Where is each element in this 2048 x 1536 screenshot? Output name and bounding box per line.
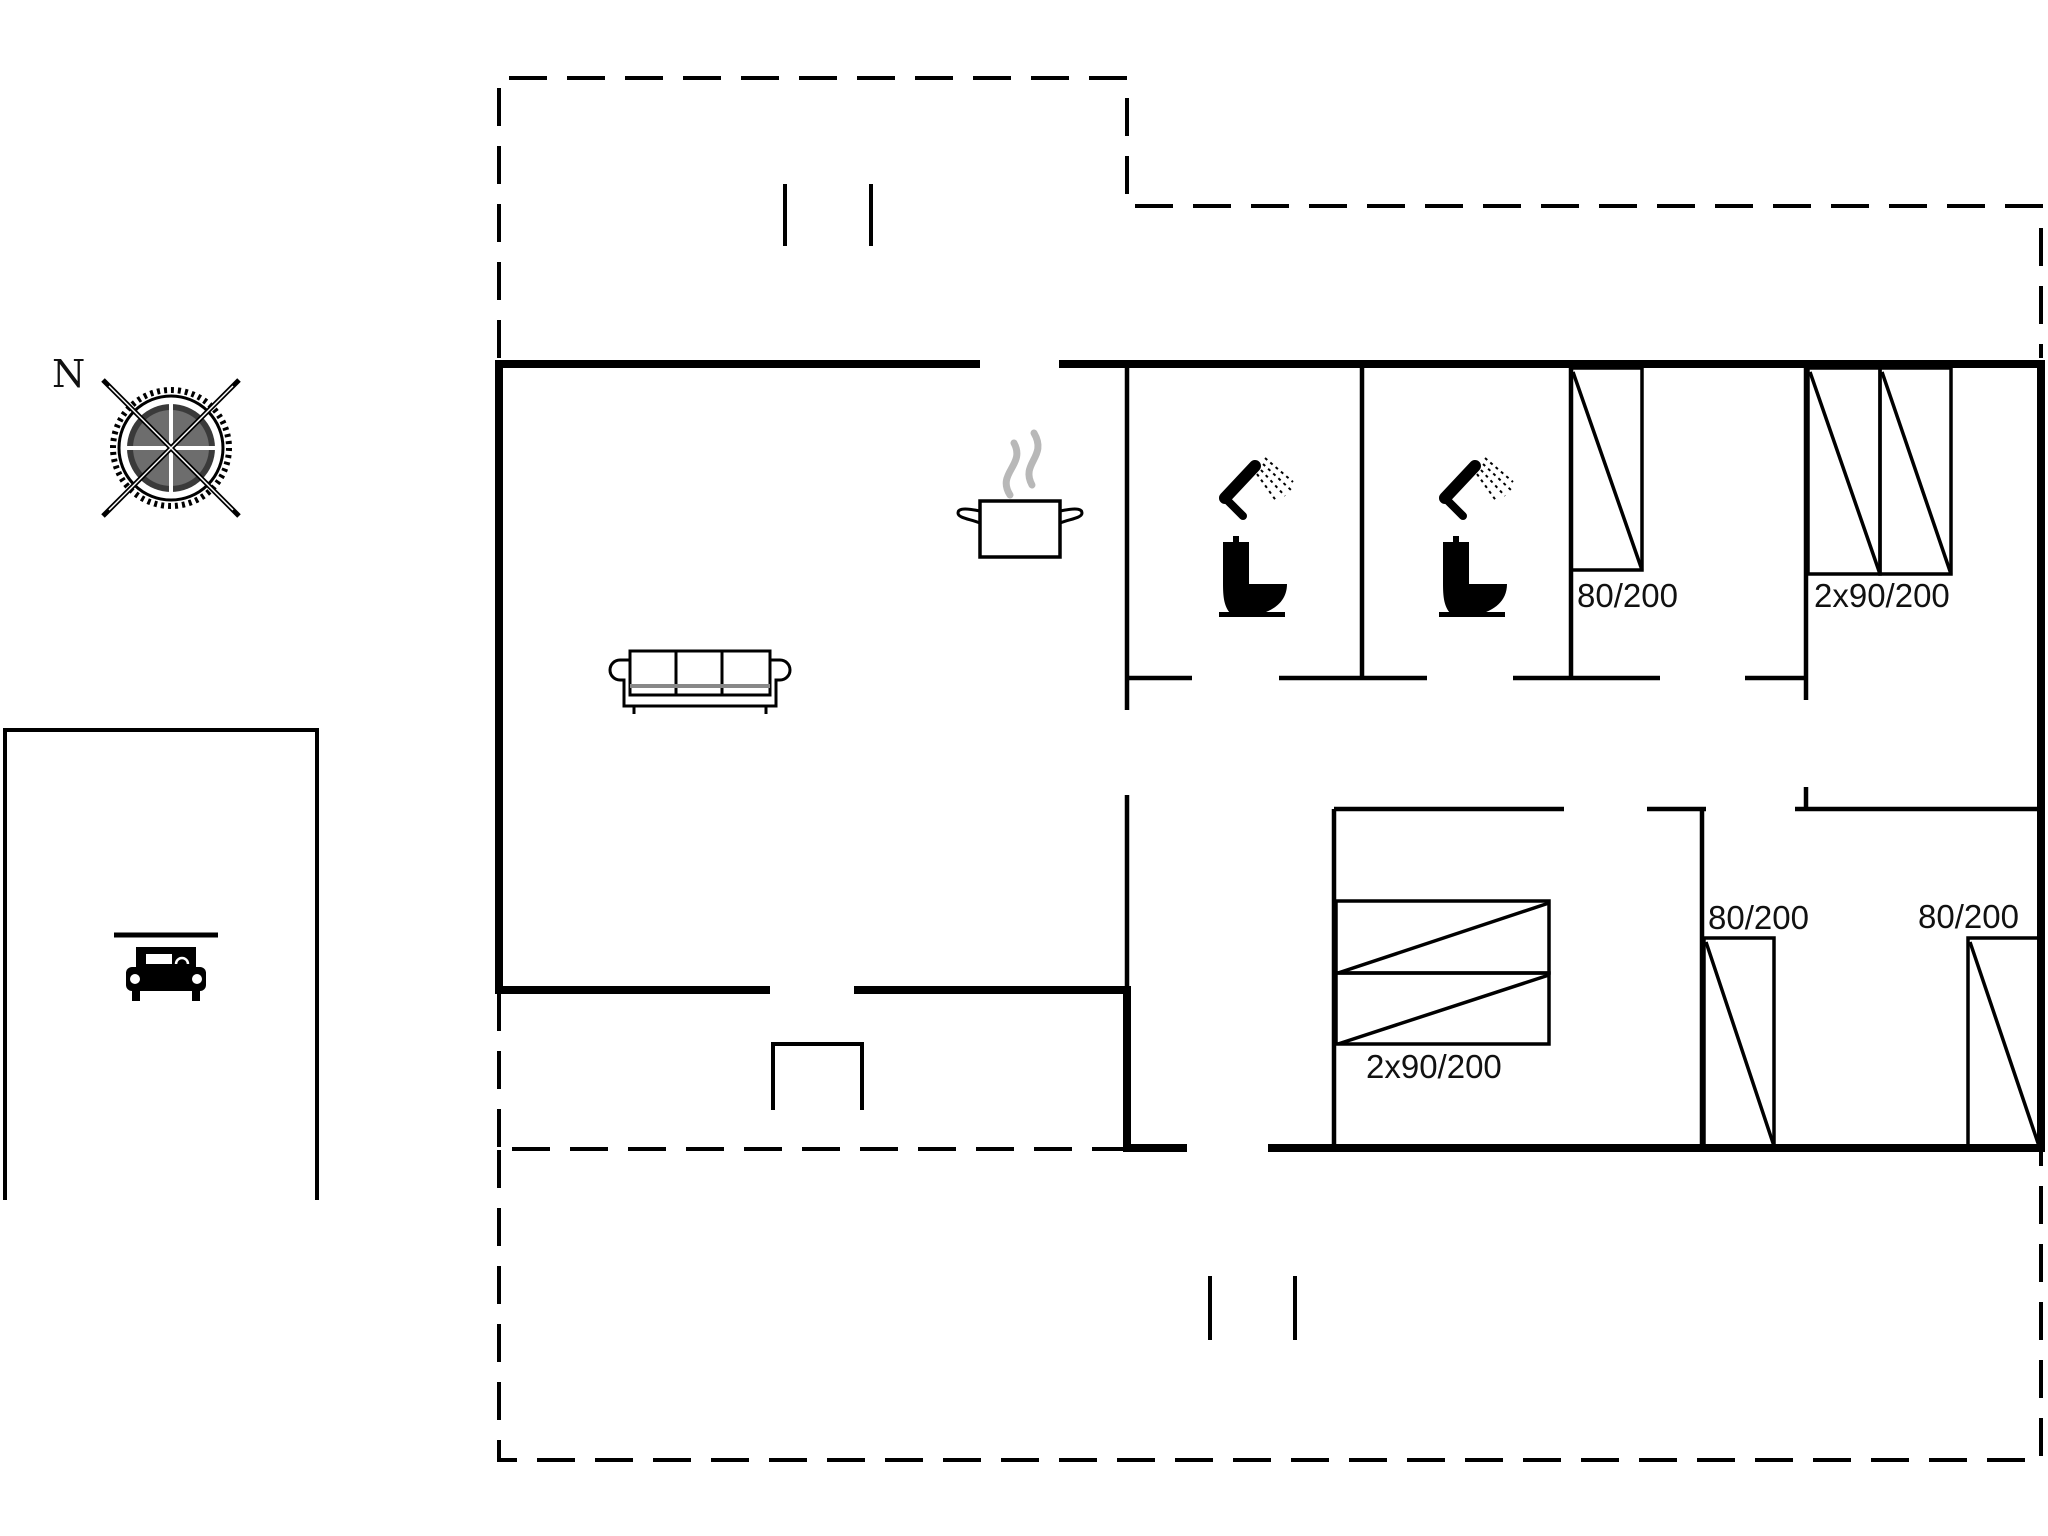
bed-single	[1569, 366, 1644, 572]
exterior-walls	[495, 360, 2045, 1152]
bed-size-label: 2x90/200	[1366, 1048, 1502, 1085]
bed-size-label: 80/200	[1708, 899, 1809, 936]
bed-double	[1806, 366, 1953, 576]
toilet-icon	[1219, 536, 1287, 617]
bed-single	[1966, 936, 2041, 1148]
car-icon	[114, 932, 218, 1001]
north-terrace-outline	[497, 76, 2043, 358]
bed-size-label: 80/200	[1577, 577, 1678, 614]
sofa-icon	[608, 649, 792, 714]
bed-single	[1702, 936, 1776, 1148]
terrace-step-marks	[783, 184, 1297, 1340]
bed-size-label: 2x90/200	[1814, 577, 1950, 614]
carport-outline	[3, 728, 319, 1200]
compass-north-label: N	[52, 352, 86, 396]
south-terrace-outline	[497, 993, 2043, 1462]
compass-rose-icon	[101, 378, 241, 518]
entrance-step	[771, 1042, 864, 1110]
bed-size-label: 80/200	[1918, 898, 2019, 935]
cooking-pot-icon	[956, 429, 1084, 559]
shower-icon	[1219, 457, 1294, 520]
bed-double	[1334, 899, 1551, 1046]
toilet-icon	[1439, 536, 1507, 617]
interior-walls	[1124, 366, 2041, 1148]
shower-icon	[1439, 457, 1514, 520]
